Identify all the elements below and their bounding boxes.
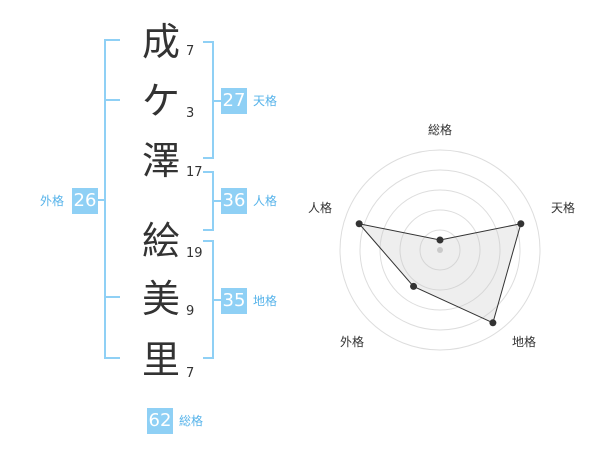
radar-point-0 xyxy=(436,236,444,244)
chikaku-value: 35 xyxy=(221,288,247,314)
soukaku-value: 62 xyxy=(147,408,173,434)
radar-label-gaikaku: 外格 xyxy=(339,335,364,349)
stroke-count-6: 7 xyxy=(186,366,195,381)
radar-label-soukaku: 総格 xyxy=(427,123,452,137)
name-char-5: 美 xyxy=(141,277,180,321)
radar-point-2 xyxy=(489,319,497,327)
gaikaku-label: 外格 xyxy=(40,194,65,208)
jinkaku-label: 人格 xyxy=(253,194,278,208)
radar-ring xyxy=(379,189,501,311)
radar-label-chikaku: 地格 xyxy=(511,335,536,349)
radar-ring xyxy=(399,209,481,291)
outer-bracket xyxy=(104,39,120,359)
radar-polygon xyxy=(357,222,522,324)
radar-label-tenkaku: 天格 xyxy=(550,201,575,215)
radar-point-4 xyxy=(355,220,363,228)
name-char-3: 澤 xyxy=(141,139,180,183)
stroke-count-5: 9 xyxy=(186,304,195,319)
gaikaku-value: 26 xyxy=(72,188,98,214)
name-char-4: 絵 xyxy=(141,219,180,263)
tenkaku-label: 天格 xyxy=(253,94,278,108)
stroke-count-2: 3 xyxy=(186,106,195,121)
stroke-count-4: 19 xyxy=(186,246,203,261)
radar-ring xyxy=(339,149,541,351)
chikaku-label: 地格 xyxy=(253,294,278,308)
radar-ring xyxy=(359,169,521,331)
jinkaku-value: 36 xyxy=(221,188,247,214)
radar-center xyxy=(437,247,443,253)
radar-label-jinkaku: 人格 xyxy=(307,201,332,215)
radar-chart xyxy=(339,149,541,351)
name-char-6: 里 xyxy=(141,338,180,382)
soukaku-label: 総格 xyxy=(179,414,204,428)
stroke-count-1: 7 xyxy=(186,44,195,59)
radar-ring xyxy=(419,229,461,271)
name-char-1: 成 xyxy=(141,20,180,64)
tenkaku-bracket xyxy=(203,41,214,159)
name-char-2: ケ xyxy=(141,79,180,123)
jinkaku-bracket xyxy=(203,171,214,231)
stroke-count-3: 17 xyxy=(186,165,203,180)
radar-point-1 xyxy=(517,220,525,228)
radar-point-3 xyxy=(410,282,418,290)
tenkaku-value: 27 xyxy=(221,88,247,114)
